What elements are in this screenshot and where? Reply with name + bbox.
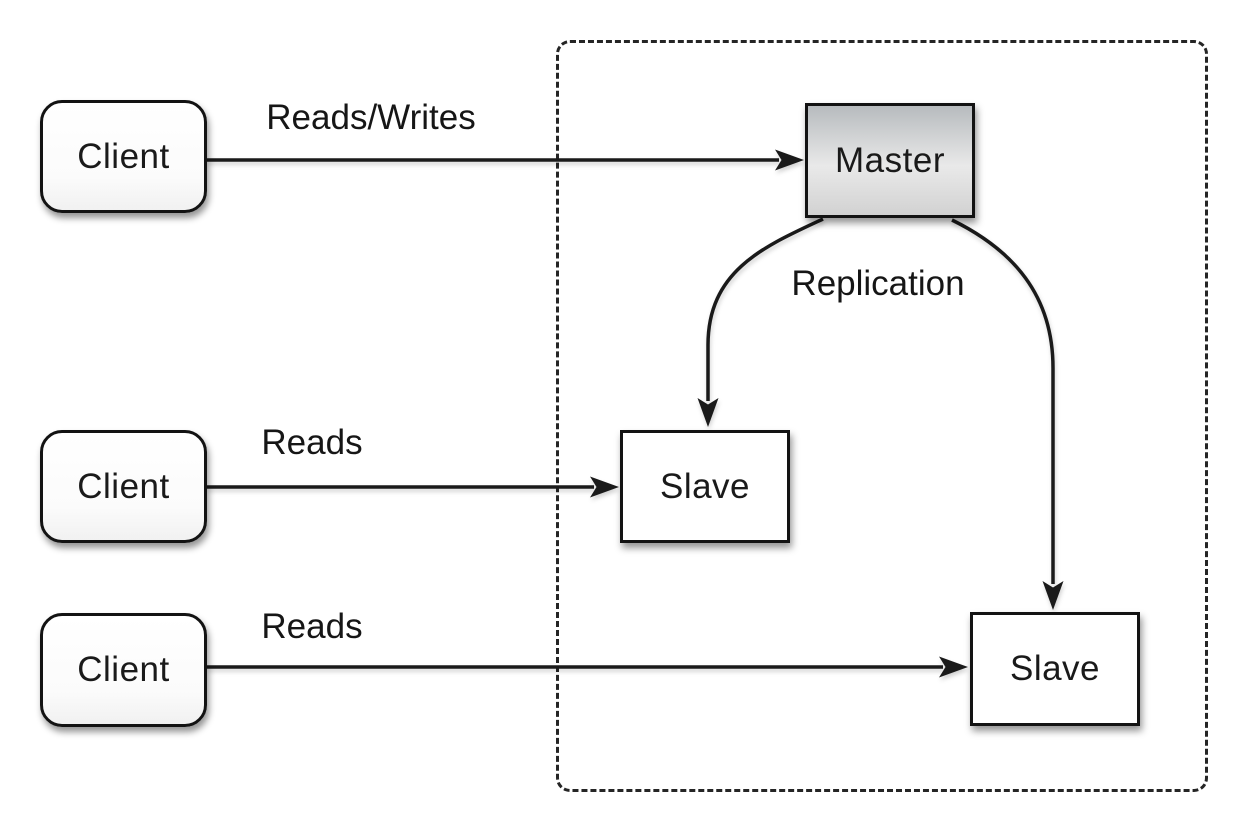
edge-label-replication: Replication xyxy=(791,264,965,303)
node-master-label: Master xyxy=(835,140,945,180)
node-slave-2: Slave xyxy=(970,612,1140,726)
replication-cluster-boundary xyxy=(556,40,1208,792)
edge-label-reads-bottom: Reads xyxy=(261,607,363,646)
node-slave-2-label: Slave xyxy=(1009,649,1101,688)
node-slave-1: Slave xyxy=(620,430,790,543)
node-client-2: Client xyxy=(40,430,207,543)
node-client-1-label: Client xyxy=(77,136,170,176)
node-client-2-label: Client xyxy=(77,466,170,506)
edge-label-reads-middle: Reads xyxy=(261,423,363,462)
node-client-1: Client xyxy=(40,100,207,213)
node-slave-1-label: Slave xyxy=(659,466,751,506)
node-client-3-label: Client xyxy=(77,650,170,689)
node-client-3: Client xyxy=(40,613,207,727)
node-master: Master xyxy=(805,103,975,218)
edge-label-reads-writes: Reads/Writes xyxy=(266,98,476,137)
